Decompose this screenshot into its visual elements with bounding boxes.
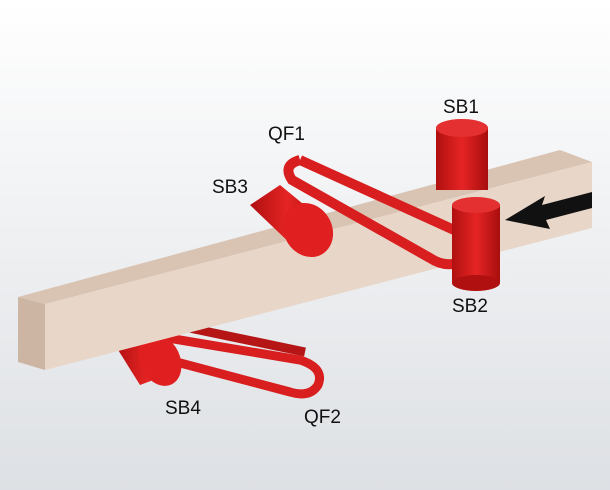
feed-direction-arrow-icon [505, 192, 592, 229]
cylinder-sb1 [436, 119, 488, 190]
label-sb1: SB1 [443, 97, 479, 118]
label-sb3: SB3 [212, 177, 248, 198]
label-qf1: QF1 [268, 124, 305, 145]
cylinder-sb2 [452, 197, 500, 291]
label-qf2: QF2 [304, 407, 341, 428]
label-sb4: SB4 [165, 398, 201, 419]
cylinder-sb3 [250, 185, 334, 258]
label-sb2: SB2 [452, 296, 488, 317]
